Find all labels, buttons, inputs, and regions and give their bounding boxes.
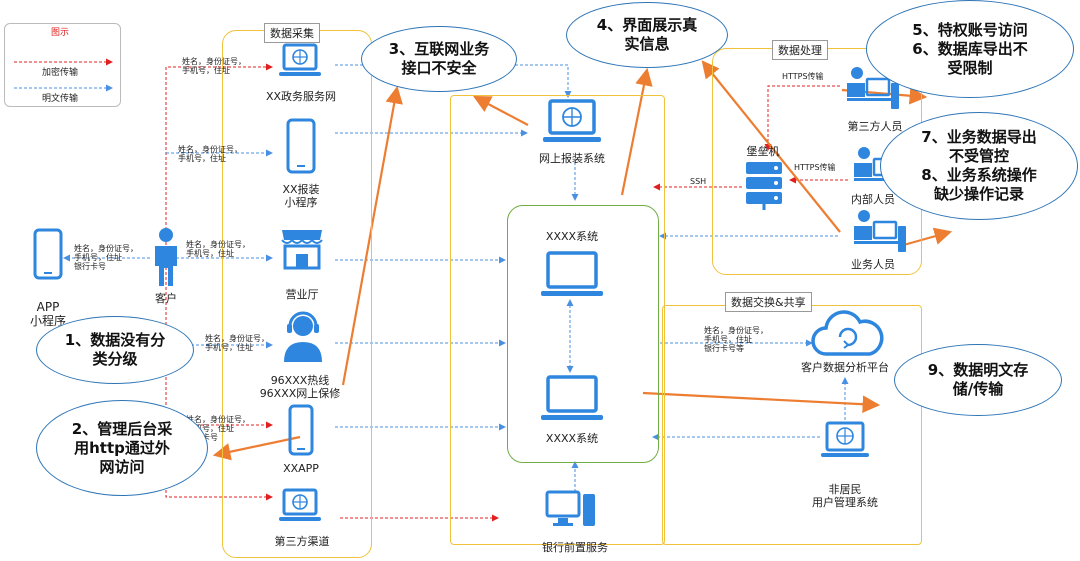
miniapp-phone-icon [286, 118, 316, 174]
flow-label-https-1: HTTPS传输 [782, 72, 824, 81]
risk-arrow-r7 [899, 227, 953, 248]
internal-staff-label: 内部人员 [851, 193, 895, 206]
processing-group-tag: 数据处理 [772, 40, 828, 60]
risk-arrow-r2 [212, 435, 301, 461]
system-bottom-laptop-icon [541, 375, 603, 420]
bastion-label: 堡垒机 [746, 145, 780, 158]
customer-person-icon [155, 228, 177, 286]
bank-desktop-icon [545, 490, 595, 526]
third-channel-label: 第三方渠道 [274, 535, 330, 548]
risk-arrow-r3-a [341, 85, 403, 386]
legend-title: 图示 [50, 28, 69, 38]
flow-label-hotline: 姓名，身份证号， 手机号，住址 [205, 334, 269, 352]
risk-1-ellipse: 1、数据没有分 类分级 [36, 316, 194, 384]
risk-4-ellipse: 4、界面展示真 实信息 [566, 2, 728, 68]
nonresident-label: 非居民 用户管理系统 [812, 483, 878, 509]
system-top-laptop-icon [541, 251, 603, 296]
third-channel-laptop-icon [279, 488, 321, 521]
risk-arrow-r9 [642, 391, 881, 414]
bastion-server-icon [746, 162, 782, 210]
risk-5-ellipse: 5、特权账号访问 6、数据库导出不 受限制 [866, 0, 1074, 98]
customer-label: 客户 [155, 292, 177, 305]
core-system-box [507, 205, 659, 463]
hall-store-icon [281, 230, 323, 270]
xxapp-phone-icon [288, 404, 314, 456]
outer-system-group [450, 95, 665, 545]
bank-label: 银行前置服务 [542, 541, 608, 554]
risk-arrow-r4 [620, 67, 653, 196]
hotline-headset-icon [284, 311, 322, 362]
system-bottom-label: XXXX系统 [545, 432, 599, 445]
online-system-laptop-icon [543, 99, 601, 142]
nonresident-laptop-icon [821, 421, 869, 457]
xxapp-label: XXAPP [283, 462, 319, 475]
flow-label-ssh: SSH [690, 177, 707, 186]
flow-label-miniapp: 姓名，身份证号， 手机号，住址 [178, 145, 242, 163]
risk-2-ellipse: 2、管理后台采 用http通过外 网访问 [36, 400, 208, 496]
hotline-label: 96XXX热线 96XXX网上保修 [259, 374, 341, 400]
flow-label-app: 姓名，身份证号， 手机号，住址 银行卡号 [74, 244, 138, 271]
risk-9-ellipse: 9、数据明文存 储/传输 [894, 344, 1062, 416]
system-top-label: XXXX系统 [545, 230, 599, 243]
third-staff-label: 第三方人员 [847, 120, 903, 133]
third-staff-icon [847, 67, 899, 109]
legend-box [4, 23, 121, 107]
business-staff-icon [854, 210, 906, 252]
risk-3-ellipse: 3、互联网业务 接口不安全 [361, 26, 517, 92]
miniapp-label: XX报装 小程序 [282, 183, 320, 209]
flow-label-hall: 姓名，身份证号， 手机号，住址 [186, 240, 250, 258]
app-label: APP 小程序 [29, 300, 66, 328]
risk-7-ellipse: 7、业务数据导出 不受管控 8、业务系统操作 缺少操作记录 [880, 112, 1078, 220]
flow-label-https-2: HTTPS传输 [794, 163, 836, 172]
risk-arrow-r5-a [701, 60, 841, 233]
collection-group-tag: 数据采集 [264, 23, 320, 43]
flow-label-cloud: 姓名，身份证号， 手机号，住址 银行卡号等 [704, 326, 768, 353]
gov-laptop-icon [279, 43, 321, 76]
legend-plain-label: 明文传输 [41, 94, 78, 104]
app-phone-icon [33, 228, 63, 280]
exchange-group-tag: 数据交换&共享 [725, 292, 812, 312]
hall-label: 营业厅 [285, 288, 319, 301]
cloud-label: 客户数据分析平台 [801, 361, 889, 374]
legend-encrypted-label: 加密传输 [41, 68, 78, 78]
online-system-label: 网上报装系统 [539, 152, 605, 165]
business-staff-label: 业务人员 [851, 258, 895, 271]
gov-label: XX政务服务网 [265, 90, 337, 103]
risk-arrow-r3-b [473, 95, 529, 126]
cloud-platform-icon [811, 310, 884, 356]
flow-label-gov: 姓名，身份证号， 手机号，住址 [182, 57, 246, 75]
